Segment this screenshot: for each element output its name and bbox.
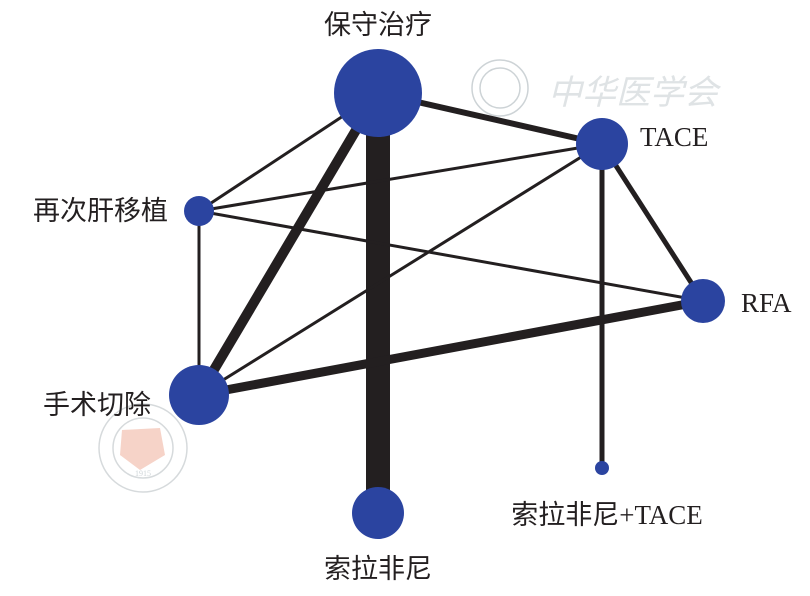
node-rfa [681, 279, 725, 323]
node-label-conservative: 保守治疗 [324, 10, 432, 40]
node-retransplant [184, 196, 214, 226]
edge-retransplant-rfa [198, 209, 704, 303]
edge-tace-resection [198, 142, 603, 397]
association-seal-bottom: 1915 [98, 403, 188, 493]
edge-resection-rfa [198, 296, 704, 400]
node-label-sorafenib: 索拉非尼 [324, 554, 432, 584]
node-resection [169, 365, 229, 425]
node-label-retransplant: 再次肝移植 [33, 196, 168, 226]
edge-tace-retransplant [198, 142, 603, 213]
edge-tace-rfa [599, 142, 706, 303]
node-label-tace: TACE [640, 122, 708, 152]
node-label-sorafenib_tace: 索拉非尼+TACE [511, 500, 703, 530]
watermark: 中华医学会 1915 [98, 59, 722, 493]
node-conservative [334, 49, 422, 137]
node-label-rfa: RFA [741, 288, 792, 318]
association-seal-top: 中华医学会 [471, 59, 722, 117]
node-sorafenib [352, 487, 404, 539]
node-label-resection: 手术切除 [43, 390, 151, 420]
watermark-text: 中华医学会 [548, 75, 722, 112]
node-tace [576, 118, 628, 170]
edge-conservative-resection [194, 90, 383, 398]
watermark-year: 1915 [135, 469, 151, 478]
node-sorafenib_tace [595, 461, 609, 475]
